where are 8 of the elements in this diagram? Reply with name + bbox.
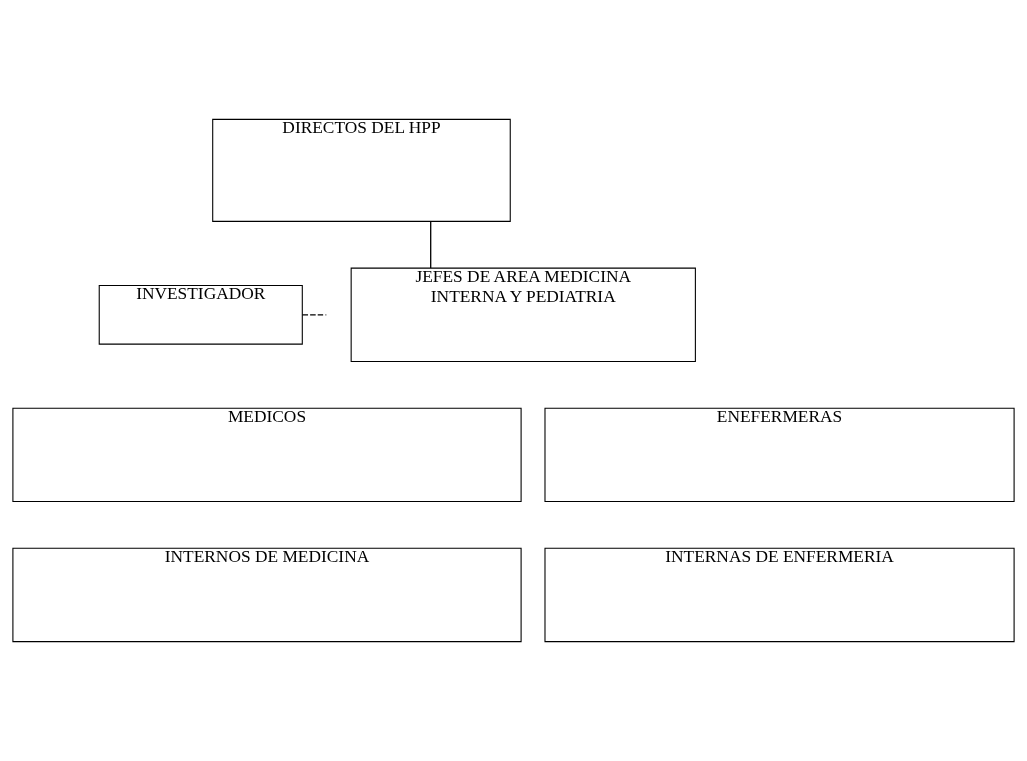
node-box: JEFES DE AREA MEDICINA INTERNA Y PEDIATRIA <box>350 267 696 363</box>
node-box: MEDICOS <box>12 407 522 503</box>
node-box: DIRECTOS DEL HPP <box>212 118 511 222</box>
node-box: INVESTIGADOR <box>98 284 303 345</box>
node-box: INTERNOS DE MEDICINA <box>12 547 522 643</box>
node-box: ENEFERMERAS <box>544 407 1015 503</box>
connector <box>430 221 432 269</box>
node-box: INTERNAS DE ENFERMERIA <box>544 547 1015 643</box>
